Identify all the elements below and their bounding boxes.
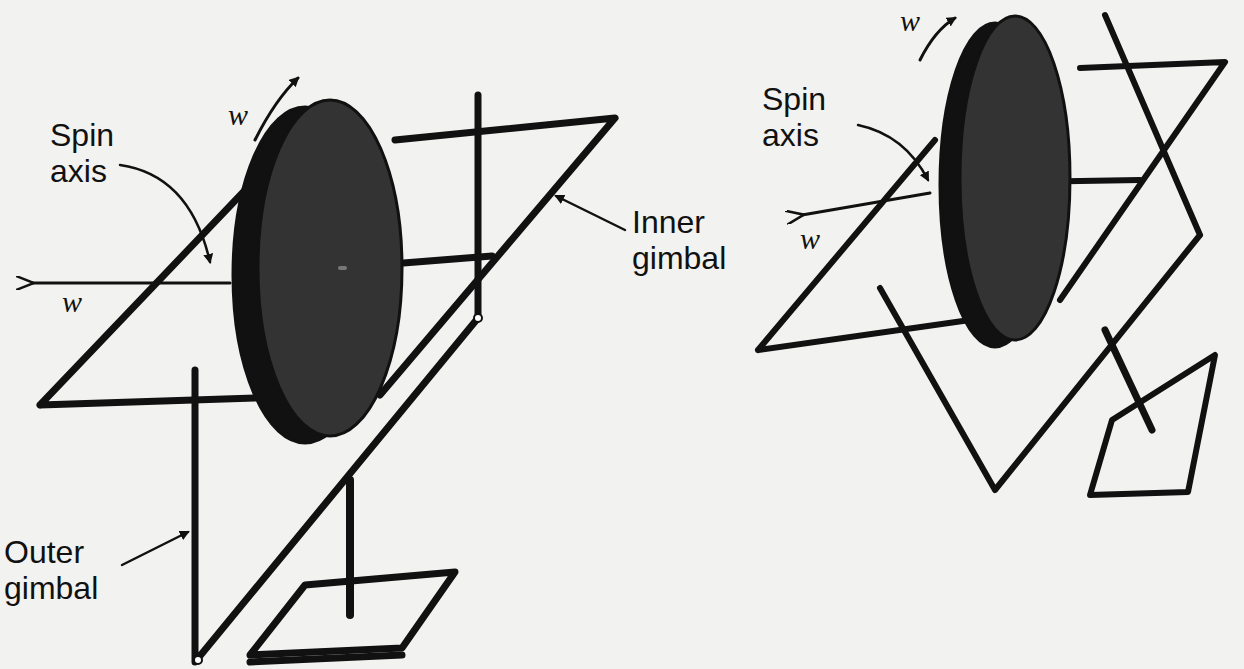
angular-velocity-symbol: w: [228, 98, 248, 132]
angular-velocity-symbol: w: [62, 285, 82, 319]
angular-velocity-symbol: w: [900, 4, 920, 38]
part-label: Spin axis: [50, 118, 114, 190]
angular-velocity-symbol: w: [800, 222, 820, 256]
part-label: Inner gimbal: [632, 205, 726, 277]
part-label: Outer gimbal: [4, 535, 98, 607]
part-label: Spin axis: [762, 82, 826, 154]
